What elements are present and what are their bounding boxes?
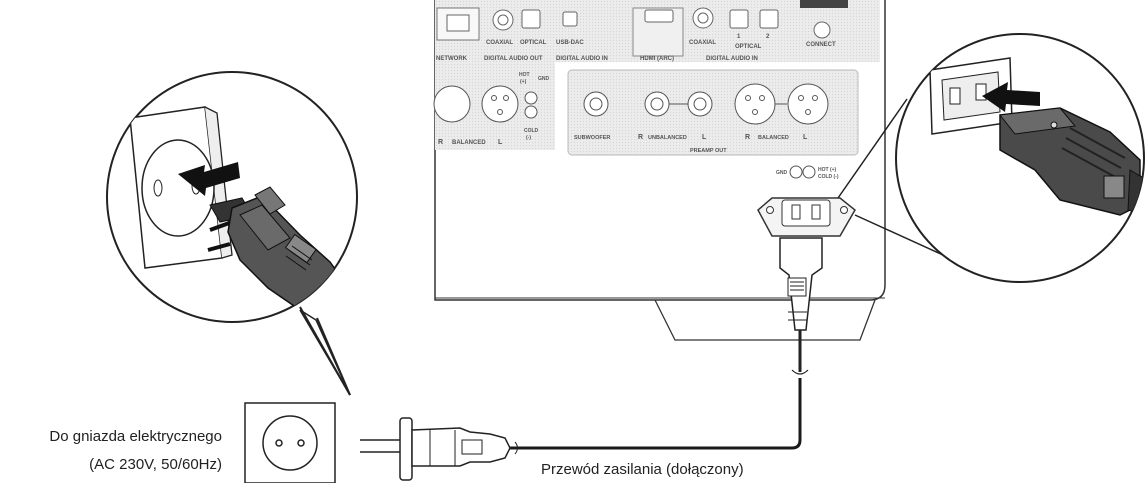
label-r-balanced: R (745, 134, 750, 141)
label-digital-audio-in-1: DIGITAL AUDIO IN (556, 56, 608, 62)
label-preamp-out: PREAMP OUT (690, 148, 727, 154)
label-digital-audio-out: DIGITAL AUDIO OUT (484, 56, 543, 62)
label-network: NETWORK (436, 56, 468, 62)
label-balanced-left: BALANCED (452, 140, 486, 146)
label-coaxial-2: COAXIAL (689, 40, 716, 46)
label-usb-dac: USB-DAC (556, 40, 584, 46)
label-connect: CONNECT (806, 42, 836, 48)
label-l-balanced: L (803, 134, 808, 141)
label-gnd: GND (538, 76, 550, 82)
outlet-label-line2: (AC 230V, 50/60Hz) (89, 456, 222, 473)
label-r-left: R (438, 139, 443, 146)
label-optical-1: OPTICAL (520, 40, 547, 46)
label-cold-sign: (-) (526, 135, 531, 141)
label-subwoofer: SUBWOOFER (574, 135, 610, 141)
label-hdmi-arc: HDMI (ARC) (640, 56, 674, 62)
label-balanced-right: BALANCED (758, 135, 789, 141)
label-hot-sign: (+) (520, 79, 527, 85)
device-rear-panel: NETWORK COAXIAL OPTICAL USB-DAC DIGITAL … (434, 0, 885, 340)
label-digital-audio-in-2: DIGITAL AUDIO IN (706, 56, 758, 62)
label-coaxial-1: COAXIAL (486, 40, 513, 46)
ac-inlet (758, 198, 855, 236)
outlet-label-line1: Do gniazda elektrycznego (49, 428, 222, 445)
label-unbalanced: UNBALANCED (648, 135, 687, 141)
label-r-unbalanced: R (638, 134, 643, 141)
euro-plug-icon (360, 418, 510, 480)
wall-socket-icon (245, 403, 335, 483)
label-l-unbalanced: L (702, 134, 707, 141)
legend-gnd: GND (776, 170, 788, 176)
legend-cold: COLD (-) (818, 174, 839, 180)
power-cord-label: Przewód zasilania (dołączony) (541, 461, 744, 478)
zoom-callout-socket (107, 72, 357, 395)
label-l-left: L (498, 139, 503, 146)
label-optical-2: OPTICAL (735, 44, 762, 50)
legend-hot: HOT (+) (818, 167, 837, 173)
label-hot: HOT (519, 72, 530, 78)
power-cord (510, 238, 822, 454)
label-cold: COLD (524, 128, 539, 134)
